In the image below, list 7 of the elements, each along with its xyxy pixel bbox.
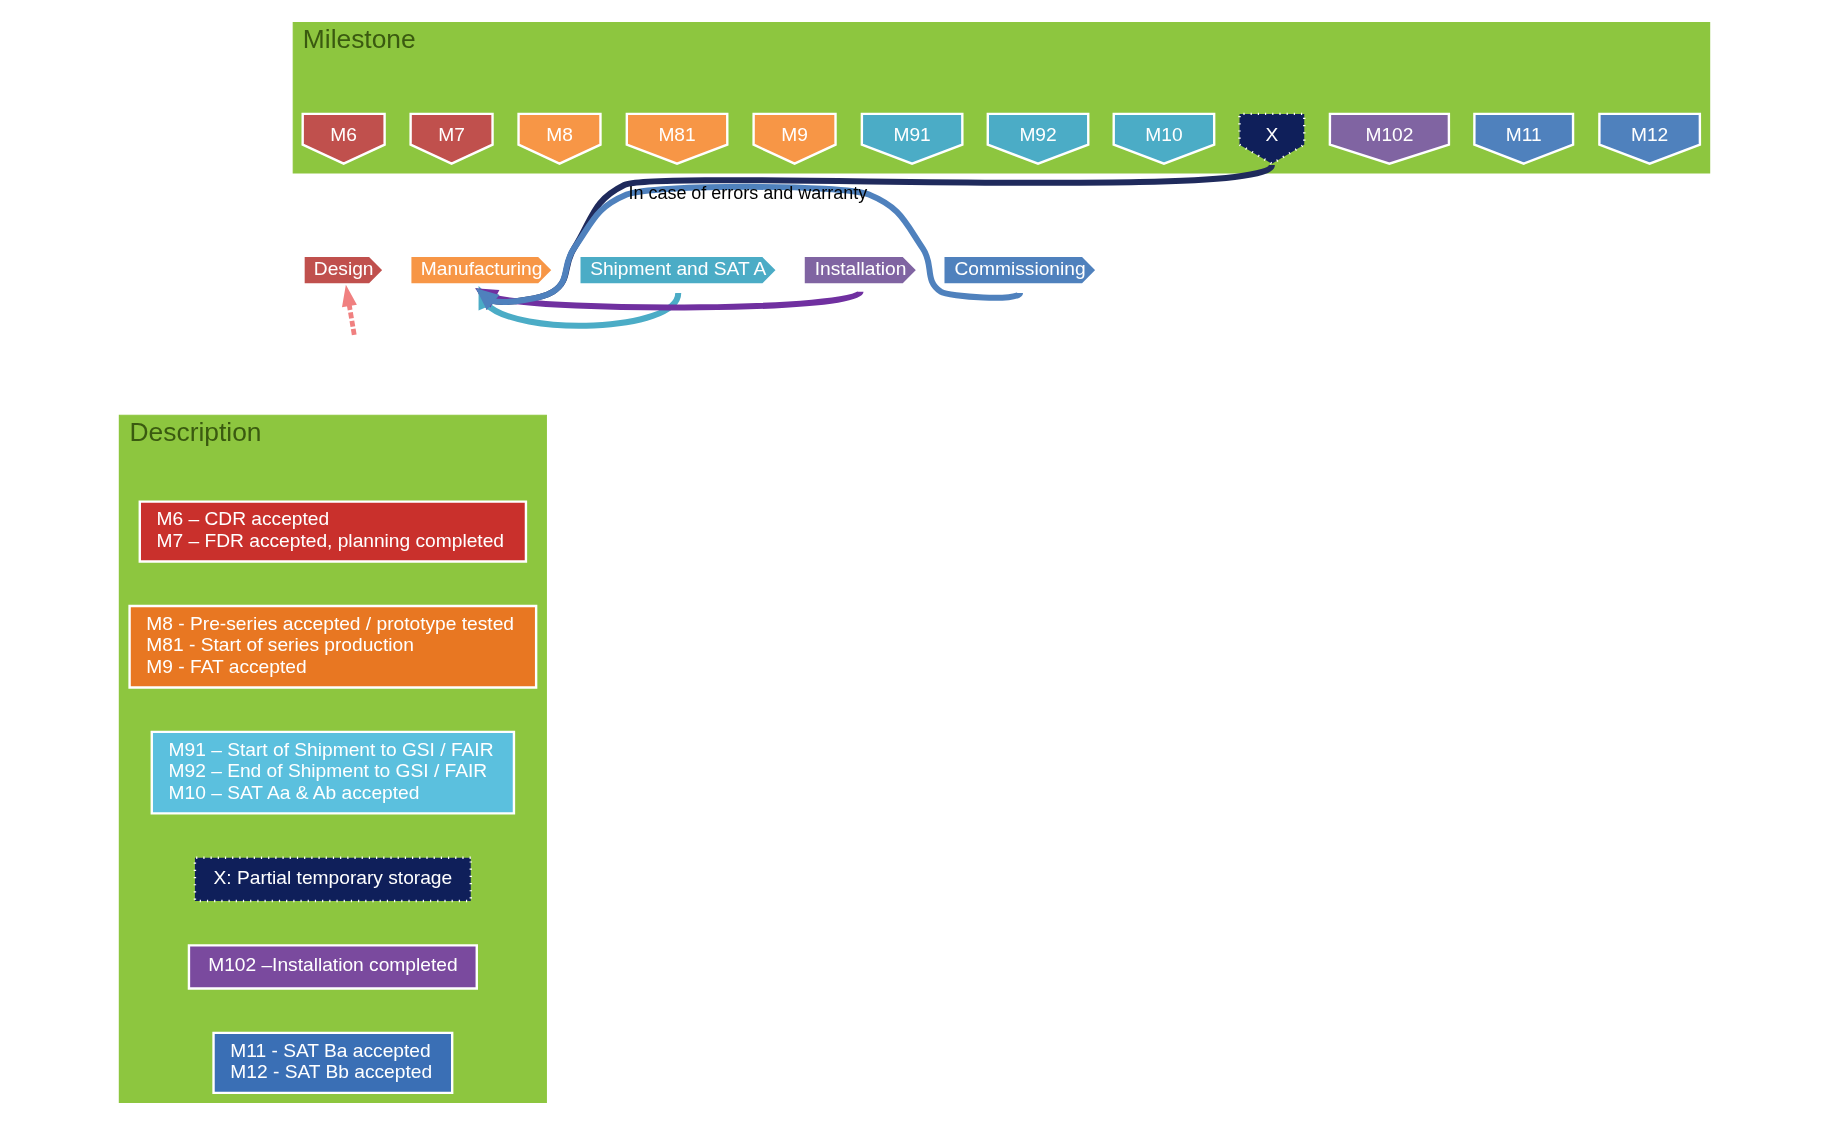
node-box: M91 – Start of Shipment to GSI / FAIR M92 – End of Shipment to GSI / FAIR M10 – SAT Aa & Ab accepted [150, 730, 516, 815]
node-box: M11 - SAT Ba accepted M12 - SAT Bb accepted [212, 1031, 454, 1095]
node-box: M102 –Installation completed [187, 944, 478, 990]
node-box: M8 - Pre-series accepted / prototype tested M81 - Start of series production M9 - FAT accepted [128, 604, 538, 689]
arrow [341, 284, 357, 337]
node-box: X: Partial temporary storage [193, 856, 472, 903]
node-box: M6 – CDR accepted M7 – FDR accepted, planning completed [138, 500, 528, 563]
